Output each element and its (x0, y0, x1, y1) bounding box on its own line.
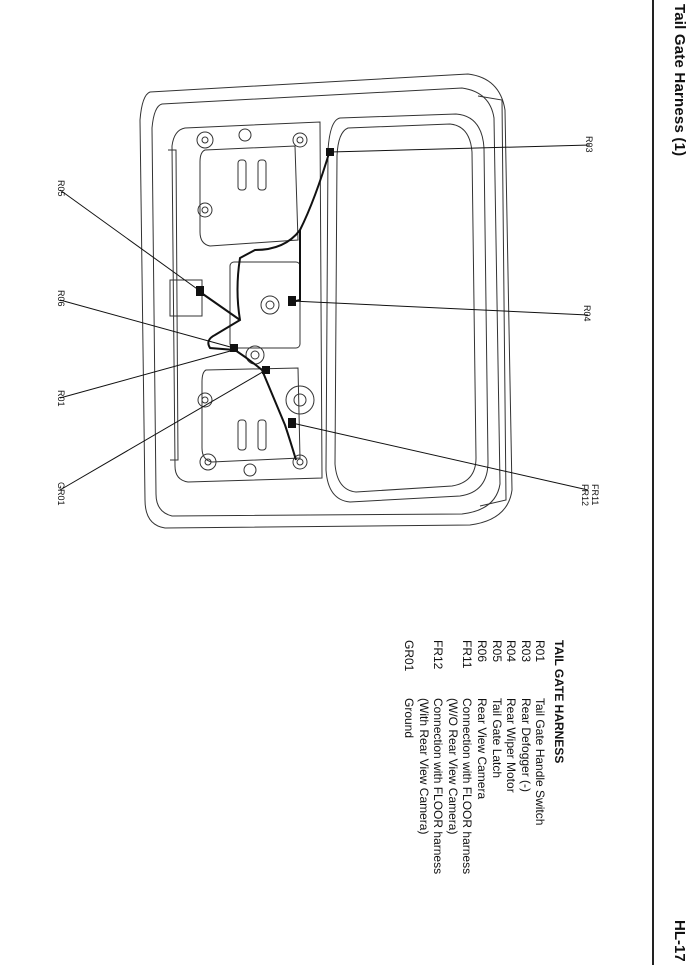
legend-row: (With Rear View Camera) (416, 698, 431, 835)
callout-r06: R06 (56, 290, 66, 307)
callout-r04: R04 (582, 305, 592, 322)
callout-fr12: FR12 (580, 484, 590, 507)
inner-panel (171, 121, 323, 483)
center-module (229, 261, 301, 349)
tailgate-outline (139, 73, 513, 529)
leader-r05 (59, 189, 201, 292)
upper-recess (199, 145, 299, 247)
rear-glass-opening (325, 113, 489, 503)
rear-glass-opening-inner (334, 123, 477, 493)
leader-gr01 (59, 369, 267, 491)
leader-fr (291, 422, 589, 491)
callout-r01: R01 (56, 390, 66, 407)
leader-r06 (59, 299, 235, 349)
harness-wire (207, 149, 331, 461)
wiper-motor (285, 385, 315, 415)
tailgate-inner-outline (151, 87, 501, 517)
callout-r03: R03 (584, 136, 594, 153)
legend-title: TAIL GATE HARNESS (552, 640, 566, 764)
header-rule (652, 0, 654, 965)
leader-r04 (291, 300, 589, 316)
latch-box (169, 279, 203, 317)
leader-r03 (329, 144, 591, 153)
callout-r05: R05 (56, 180, 66, 197)
callout-gr01: GR01 (56, 482, 66, 506)
legend-row: (W/O Rear View Camera) (445, 698, 460, 835)
lower-recess (201, 367, 301, 463)
leader-r01 (59, 349, 235, 399)
callout-fr11: FR11 (590, 484, 600, 506)
